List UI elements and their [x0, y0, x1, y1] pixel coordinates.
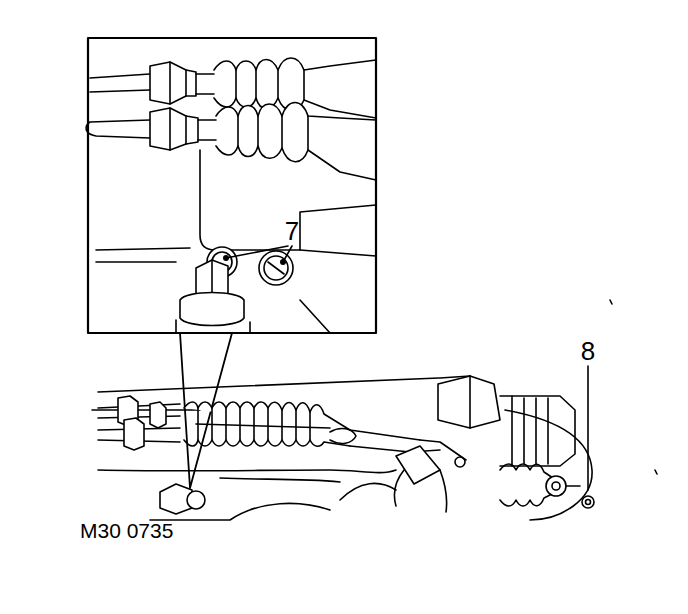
callout-number: 8	[581, 338, 595, 364]
figure-reference: M30 0735	[80, 520, 173, 541]
callout-number: 7	[285, 218, 299, 244]
